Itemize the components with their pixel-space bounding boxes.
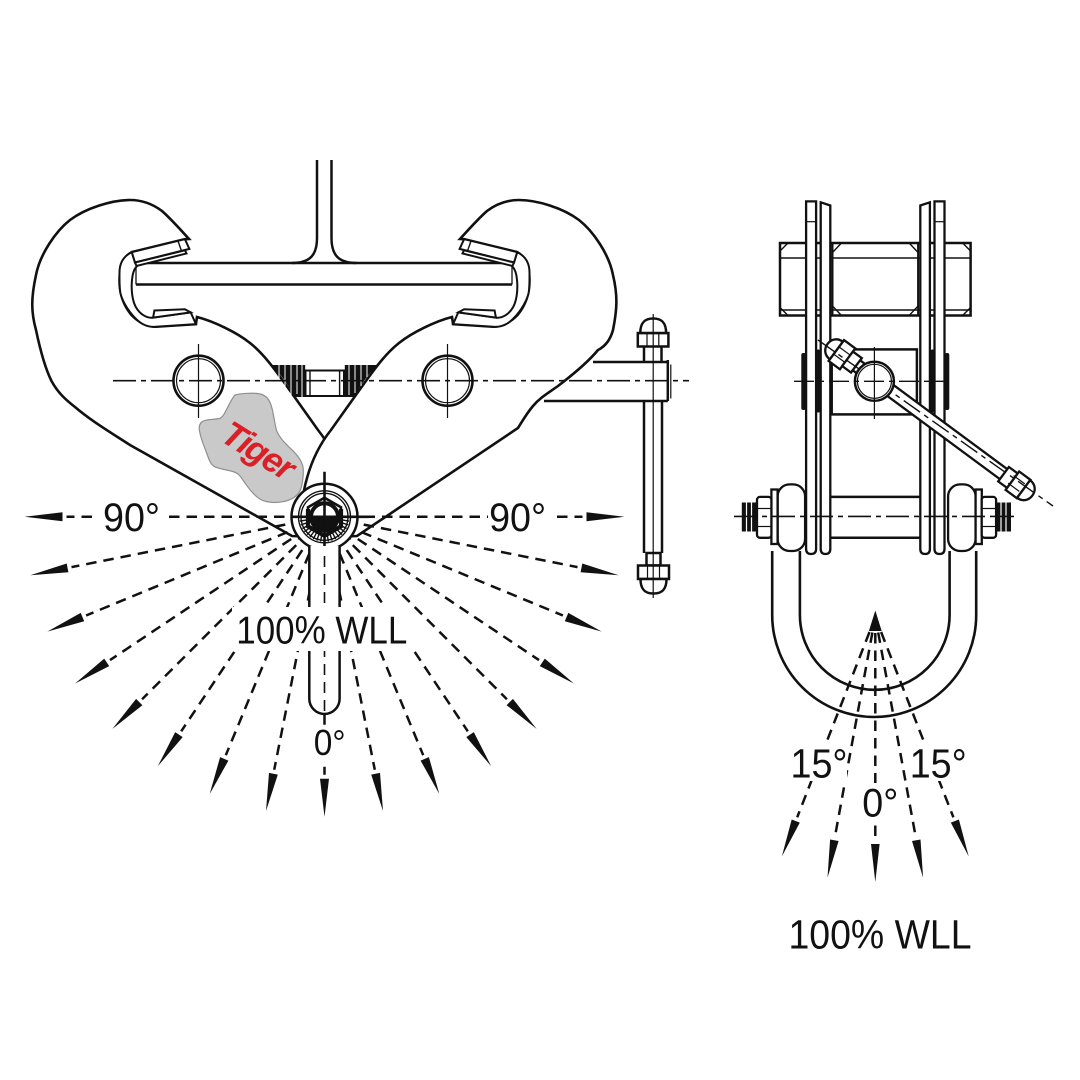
- svg-text:0°: 0°: [314, 722, 346, 763]
- svg-text:0°: 0°: [862, 782, 898, 826]
- svg-text:100% WLL: 100% WLL: [789, 912, 972, 958]
- svg-text:90°: 90°: [489, 496, 546, 540]
- svg-text:90°: 90°: [103, 496, 160, 540]
- svg-text:15°: 15°: [910, 741, 967, 787]
- svg-text:100% WLL: 100% WLL: [236, 610, 407, 653]
- svg-text:15°: 15°: [791, 741, 848, 787]
